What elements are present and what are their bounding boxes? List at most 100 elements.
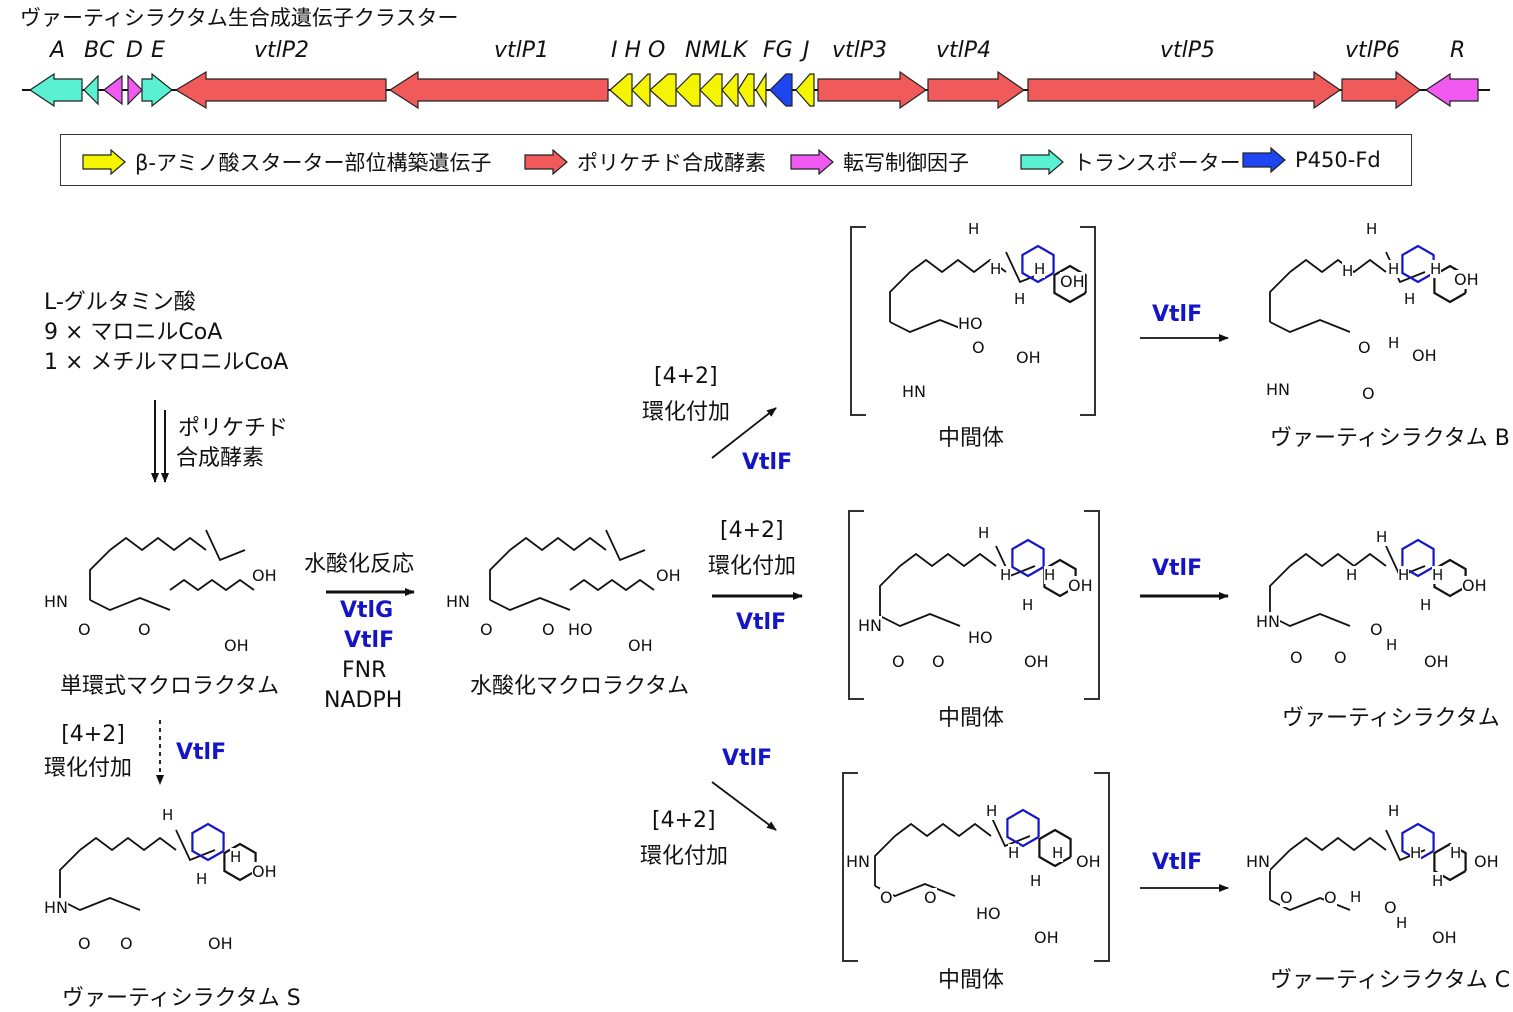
bracket-left-bottom	[842, 772, 858, 962]
atom-label: H	[1022, 596, 1034, 614]
atom-label: OH	[1432, 928, 1457, 947]
atom-label: O	[78, 620, 91, 639]
mol-hydroxylated-chain-right	[605, 529, 646, 562]
vtls-cyclo-line2: 環化付加	[44, 756, 133, 781]
mol-vtl-s-ring2	[223, 842, 257, 882]
atom-label: H	[1420, 596, 1432, 614]
mol-intermediate-top-ring2	[1053, 264, 1087, 304]
mol-intermediate-top-new-ring	[1021, 244, 1055, 284]
atom-label: OH	[208, 934, 233, 953]
pks-step-line2: 合成酵素	[176, 446, 265, 471]
atom-label: H	[1398, 566, 1410, 584]
pks-step-line1: ポリケチド	[178, 416, 289, 441]
atom-label: H	[1346, 566, 1358, 584]
mol-vtl-s-chain-left	[59, 849, 81, 900]
atom-label: HN	[1266, 380, 1290, 399]
legend-label-pks: ポリケチド合成酵素	[577, 151, 766, 175]
atom-label: H	[1432, 872, 1444, 890]
mol-intermediate-bottom-chain-top	[894, 822, 992, 838]
gene-J-arrow	[795, 73, 815, 107]
atom-label: OH	[1034, 928, 1059, 947]
mol-vtl-b-new-ring	[1401, 244, 1435, 284]
atom-label: H	[196, 870, 208, 888]
gene-O-arrow	[649, 73, 677, 107]
gene-label-BC: BC	[84, 38, 115, 63]
cyclo-down-line1: [4+2]	[652, 808, 716, 833]
cofactor-nadph: NADPH	[324, 688, 403, 713]
legend-label-reg: 転写制御因子	[843, 151, 969, 175]
atom-label: O	[1334, 648, 1347, 667]
mol-monocyclic-chain-bottom	[89, 597, 171, 611]
substrate-line2: 9 × マロニルCoA	[44, 320, 223, 345]
mol-vtl-c-chain-top	[1289, 836, 1387, 852]
atom-label: H	[1044, 566, 1056, 584]
gene-vtlP3-arrow	[817, 70, 928, 110]
mol-intermediate-mid-new-ring	[1011, 538, 1045, 578]
atom-label: O	[932, 652, 945, 671]
atom-label: O	[880, 888, 893, 907]
gene-label-vtlP4: vtlP4	[936, 38, 992, 63]
atom-label: HO	[968, 628, 993, 647]
atom-label: H	[1350, 888, 1362, 906]
atom-label: HO	[958, 314, 983, 333]
atom-label: H	[1386, 636, 1398, 654]
atom-label: O	[1358, 338, 1371, 357]
gene-label-vtlP1: vtlP1	[494, 38, 550, 63]
gene-label-vtlP6: vtlP6	[1345, 38, 1401, 63]
gene-label-vtlP3: vtlP3	[832, 38, 888, 63]
cyclo-down-line2: 環化付加	[640, 844, 729, 869]
atom-label: H	[968, 220, 980, 238]
gene-C-arrow	[103, 74, 123, 106]
mol-intermediate-bottom-chain-right	[990, 815, 1031, 848]
gene-I-arrow	[609, 73, 633, 107]
atom-label: O	[972, 338, 985, 357]
mol-intermediate-top-chain-left	[889, 271, 911, 322]
atom-label: OH	[1016, 348, 1041, 367]
atom-label: OH	[1424, 652, 1449, 671]
atom-label: O	[1280, 888, 1293, 907]
gene-label-FG: FG	[763, 38, 793, 63]
bracket-right-bottom	[1094, 772, 1110, 962]
cyclo-mid-line1: [4+2]	[720, 518, 784, 543]
gene-L-arrow	[721, 73, 739, 107]
gene-G-arrow	[769, 73, 793, 107]
atom-label: HN	[902, 382, 926, 401]
atom-label: H	[1396, 914, 1408, 932]
atom-label: OH	[1474, 852, 1499, 871]
atom-label: H	[986, 802, 998, 820]
gene-F-arrow	[755, 71, 767, 109]
mol-intermediate-top-chain-bottom	[889, 319, 971, 333]
label-intermediate-bottom: 中間体	[938, 968, 1005, 993]
atom-label: O	[120, 934, 133, 953]
mol-intermediate-mid-chain-top	[899, 552, 997, 568]
figure-title: ヴァーティシラクタム生合成遺伝子クラスター	[20, 6, 459, 30]
label-vtl-b: ヴァーティシラクタム B	[1270, 426, 1510, 451]
mol-hydroxylated-chain-inner	[569, 578, 655, 592]
arrow-cyclization-up	[711, 407, 777, 459]
cyclo-down-enzyme: VtlF	[722, 746, 773, 771]
cyclo-mid-enzyme: VtlF	[736, 610, 787, 635]
atom-label: H	[1376, 528, 1388, 546]
atom-label: H	[1030, 872, 1042, 890]
atom-label: OH	[1024, 652, 1049, 671]
gene-label-J: J	[803, 38, 810, 63]
mol-monocyclic-chain-inner	[169, 578, 255, 592]
atom-label: H	[1388, 334, 1400, 352]
mol-hydroxylated-chain-top	[509, 536, 607, 552]
atom-label: HN	[1246, 852, 1270, 871]
atom-label: HN	[44, 592, 68, 611]
atom-label: H	[1052, 844, 1064, 862]
mol-hydroxylated-chain-left	[489, 549, 511, 600]
atom-label: HO	[976, 904, 1001, 923]
gene-R-arrow	[1424, 72, 1479, 108]
atom-label: H	[1450, 844, 1462, 862]
mol-vtl-c-ring2	[1433, 842, 1467, 882]
legend-arrow-yellow	[82, 149, 126, 175]
atom-label: H	[1404, 290, 1416, 308]
cyclo-mid-line2: 環化付加	[708, 554, 797, 579]
atom-label: O	[892, 652, 905, 671]
mol-vtl-s-new-ring	[191, 822, 225, 862]
substrate-line3: 1 × メチルマロニルCoA	[44, 350, 289, 375]
mol-intermediate-mid-chain-bottom	[879, 613, 961, 627]
